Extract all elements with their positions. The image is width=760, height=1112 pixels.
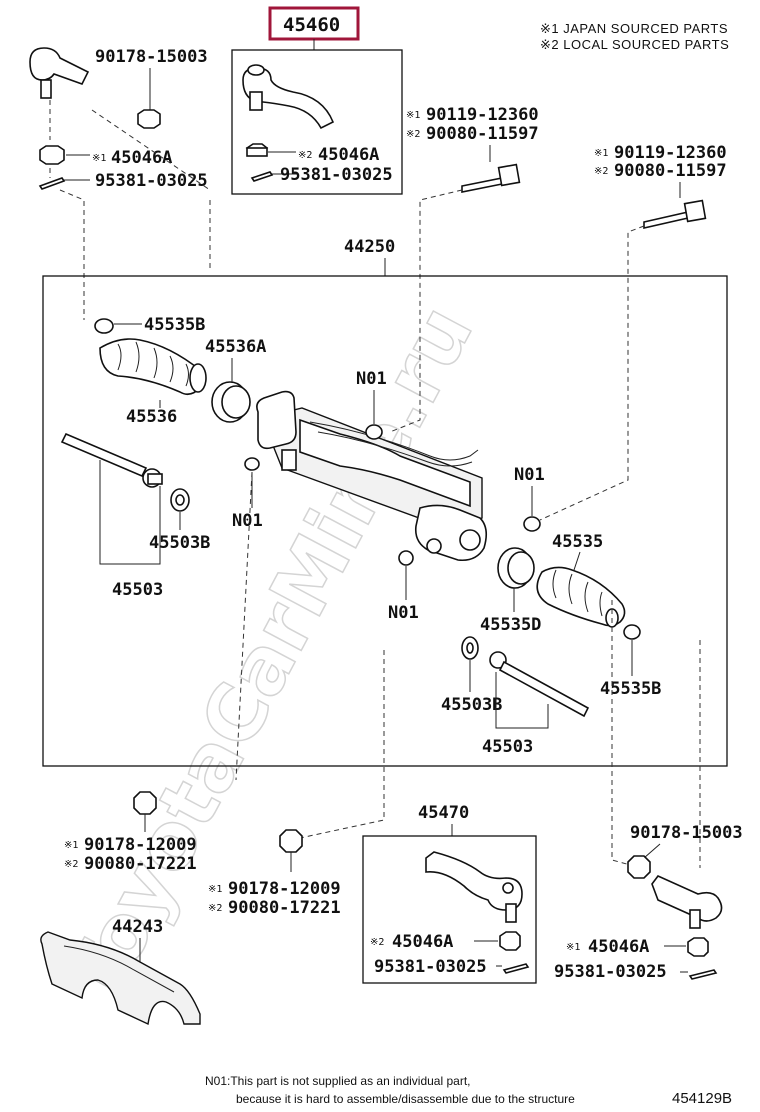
mark-japan: ※1: [64, 840, 78, 851]
part-number-45535B-right[interactable]: 45535B: [600, 679, 661, 699]
bolt-icon: [643, 199, 707, 230]
mark-japan: ※1: [92, 153, 106, 164]
inner-tie-rod-right-icon: [489, 651, 590, 718]
cap-n01-icon: [398, 550, 414, 566]
lock-washer-icon: [170, 488, 190, 512]
boot-icon: [99, 338, 207, 396]
label-n01-b: N01: [232, 511, 263, 531]
part-number-44250[interactable]: 44250: [344, 237, 395, 257]
part-number-45503-right[interactable]: 45503: [482, 737, 533, 757]
part-number-90178-15003-top[interactable]: 90178-15003: [95, 47, 208, 67]
part-number-45503B-right[interactable]: 45503B: [441, 695, 502, 715]
part-number-45046A-br[interactable]: 45046A: [588, 937, 649, 957]
part-number-45046A-box[interactable]: 45046A: [318, 145, 379, 165]
nut-icon: [133, 791, 157, 815]
castle-nut-icon: [687, 937, 709, 957]
part-number-90178-12009-b[interactable]: 90178-12009: [228, 879, 341, 899]
tie-rod-end-45460-icon: [242, 64, 335, 130]
steering-rack-housing-icon: [256, 390, 488, 562]
part-number-90178-12009-a[interactable]: 90178-12009: [84, 835, 197, 855]
part-number-90080-17221-b[interactable]: 90080-17221: [228, 898, 341, 918]
label-n01-d: N01: [388, 603, 419, 623]
box-45470: [362, 835, 537, 984]
tie-rod-end-left-icon: [29, 47, 90, 99]
inner-tie-rod-left-icon: [60, 432, 163, 488]
part-number-45535D[interactable]: 45535D: [480, 615, 541, 635]
castle-nut-icon: [499, 931, 521, 951]
nut-icon: [245, 143, 269, 157]
footnote-line-1: N01:This part is not supplied as an indi…: [205, 1074, 470, 1088]
mark-japan: ※1: [406, 110, 420, 121]
part-number-90080-17221-a[interactable]: 90080-17221: [84, 854, 197, 874]
cotter-pin-icon: [688, 969, 718, 980]
clamp-icon: [94, 318, 114, 334]
lock-washer-icon: [461, 636, 479, 660]
part-number-45535[interactable]: 45535: [552, 532, 603, 552]
part-number-45470[interactable]: 45470: [418, 803, 469, 823]
part-number-45536[interactable]: 45536: [126, 407, 177, 427]
nut-icon: [627, 855, 651, 879]
part-number-45460[interactable]: 45460: [283, 14, 340, 36]
part-number-bolt-a-local[interactable]: 90080-11597: [426, 124, 539, 144]
part-number-45535B-left[interactable]: 45535B: [144, 315, 205, 335]
rack-guard-icon: [40, 931, 201, 1026]
nut-icon: [137, 109, 161, 129]
bolt-icon: [461, 163, 521, 193]
part-number-bolt-b-local[interactable]: 90080-11597: [614, 161, 727, 181]
clamp-icon: [623, 624, 641, 640]
box-45460: [231, 49, 403, 195]
legend-japan-sourced: ※1 JAPAN SOURCED PARTS: [540, 21, 728, 36]
mark-japan: ※1: [208, 884, 222, 895]
diagram-id: 454129B: [672, 1090, 732, 1107]
footnote-line-2: because it is hard to assemble/disassemb…: [236, 1092, 575, 1106]
cap-n01-icon: [365, 424, 383, 440]
mark-local: ※2: [64, 859, 78, 870]
part-number-95381-br[interactable]: 95381-03025: [554, 962, 667, 982]
tie-rod-end-right-icon: [651, 875, 723, 929]
cap-n01-icon: [244, 457, 260, 471]
box-44250: [42, 275, 728, 767]
label-n01-c: N01: [514, 465, 545, 485]
part-number-44243[interactable]: 44243: [112, 917, 163, 937]
band-clamp-icon: [211, 381, 251, 423]
legend-local-sourced: ※2 LOCAL SOURCED PARTS: [540, 37, 729, 52]
part-number-95381-box[interactable]: 95381-03025: [280, 165, 393, 185]
tie-rod-end-45470-icon: [425, 851, 523, 923]
mark-local: ※2: [594, 166, 608, 177]
part-number-95381-top[interactable]: 95381-03025: [95, 171, 208, 191]
boot-icon: [536, 566, 626, 628]
nut-icon: [279, 829, 303, 853]
part-number-90178-15003-br[interactable]: 90178-15003: [630, 823, 743, 843]
mark-local: ※2: [406, 129, 420, 140]
part-number-45503B-left[interactable]: 45503B: [149, 533, 210, 553]
cap-n01-icon: [523, 516, 541, 532]
part-number-45536A[interactable]: 45536A: [205, 337, 266, 357]
part-number-45046A-box2[interactable]: 45046A: [392, 932, 453, 952]
mark-local: ※2: [208, 903, 222, 914]
part-number-95381-box2[interactable]: 95381-03025: [374, 957, 487, 977]
castle-nut-icon: [39, 145, 65, 165]
cotter-pin-icon: [38, 177, 66, 190]
mark-local: ※2: [370, 937, 384, 948]
part-number-bolt-b-japan[interactable]: 90119-12360: [614, 143, 727, 163]
mark-japan: ※1: [566, 942, 580, 953]
part-number-45503-left[interactable]: 45503: [112, 580, 163, 600]
cotter-pin-icon: [250, 171, 274, 182]
label-n01-a: N01: [356, 369, 387, 389]
part-number-45046A-top[interactable]: 45046A: [111, 148, 172, 168]
cotter-pin-icon: [502, 963, 530, 974]
part-number-bolt-a-japan[interactable]: 90119-12360: [426, 105, 539, 125]
band-clamp-icon: [497, 547, 535, 589]
mark-local: ※2: [298, 150, 312, 161]
mark-japan: ※1: [594, 148, 608, 159]
